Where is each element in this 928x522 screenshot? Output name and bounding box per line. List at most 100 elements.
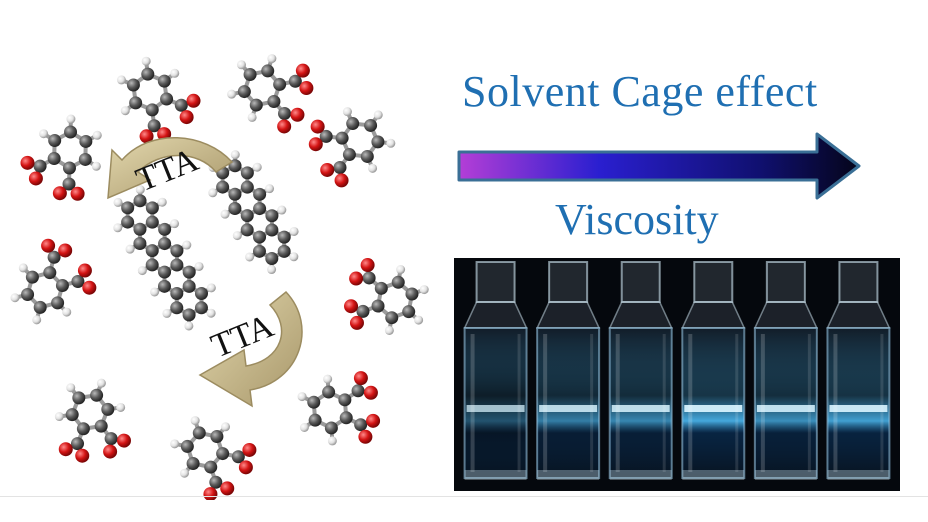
atom-H [236,60,246,70]
atom-C [158,265,172,279]
atom-C [65,408,79,422]
atom-O [290,107,305,122]
atom-C [265,209,279,223]
atom-C [240,180,254,194]
atom-C [101,402,115,416]
atom-C [51,296,65,310]
atom-C [253,230,267,244]
atom-H [297,392,307,402]
atom-H [141,56,151,66]
atom-O [139,129,154,144]
atom-C [76,422,90,436]
atom-H [373,110,383,120]
atom-H [227,89,237,99]
atom-H [414,315,424,325]
atom-H [116,402,126,412]
atom-C [402,305,416,319]
atom-C [324,421,338,435]
atom-C [170,244,184,258]
atom-O [242,442,257,457]
atom-H [368,163,378,173]
atom-C [147,119,161,133]
atom-O [238,460,253,475]
atom-C [243,68,257,82]
atom-C [405,287,419,301]
atom-O [320,162,335,177]
atom-H [194,261,204,271]
atom-H [54,412,64,422]
atom-C [277,230,291,244]
atom-C [33,159,47,173]
atom-H [170,68,180,78]
atom-C [339,411,353,425]
atom-C [160,92,174,106]
atom-H [66,383,76,393]
atom-C [129,96,143,110]
atom-C [308,413,322,427]
atom-H [265,184,275,194]
atom-C [278,106,292,120]
atom-O [179,110,194,125]
atom-O [366,413,381,428]
atom-O [116,433,131,448]
atom-H [179,468,189,478]
atom-C [216,180,230,194]
atom-C [78,152,92,166]
atom-O [58,243,73,258]
vial-2 [535,261,601,480]
atom-C [174,98,188,112]
atom-H [113,223,123,233]
atom-C [145,201,159,215]
atom-C [145,215,159,229]
atom-H [208,188,218,198]
atom-O [28,171,43,186]
atom-O [344,299,359,314]
atom-O [310,119,325,134]
atom-O [358,429,373,444]
atom-O [203,487,218,500]
atom-O [70,186,85,201]
atom-C [47,152,61,166]
tta-arrow-top: TTA [107,137,234,199]
solvent-molecule-7 [54,378,131,463]
atom-H [220,209,230,219]
atom-H [182,240,192,250]
atom-C [371,299,385,313]
atom-C [121,201,135,215]
atom-C [253,202,267,216]
tta-arrow-bottom: TTA [198,290,303,408]
atom-H [245,252,255,262]
vial-4 [681,261,746,480]
atom-C [145,258,159,272]
atom-H [327,436,337,446]
atom-C [157,279,171,293]
vials-image [463,261,891,480]
atom-H [267,54,277,64]
atom-O [299,81,314,96]
vial-photo [454,258,900,491]
atom-O [277,119,292,134]
atom-C [43,266,57,280]
atom-C [265,223,279,237]
atom-H [247,112,257,122]
atom-C [79,134,93,148]
atom-C [374,281,388,295]
atom-C [209,475,223,489]
atom-C [25,270,39,284]
solvent-molecule-6 [344,258,429,335]
atom-C [253,187,267,201]
atom-O [58,442,73,457]
atom-H [162,308,172,318]
atom-H [206,283,216,293]
solvent-molecule-4 [308,107,396,188]
atom-C [186,456,200,470]
atom-H [113,197,123,207]
solvent-molecule-1 [116,56,201,144]
atom-C [288,74,302,88]
atom-C [261,64,275,78]
title-solvent-cage-effect: Solvent Cage effect [462,67,818,116]
atom-C [64,125,78,139]
atom-H [277,205,287,215]
atom-H [299,423,309,433]
